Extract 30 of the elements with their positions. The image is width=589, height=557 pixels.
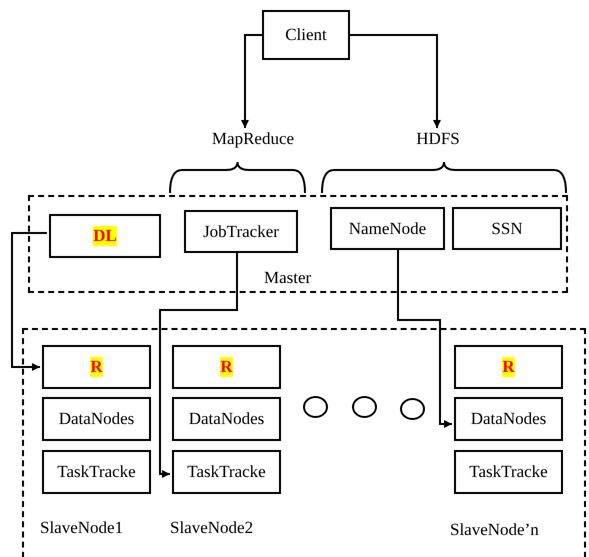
process-box: Client [262, 10, 350, 60]
process-box: R [454, 345, 563, 389]
column-label: SlaveNode1 [40, 518, 124, 538]
arrow [241, 34, 262, 128]
process-box: TaskTracke [172, 450, 281, 494]
process-box: DataNodes [454, 397, 563, 441]
process-box: TaskTracke [42, 450, 151, 494]
process-box: R [42, 345, 151, 389]
process-box: R [172, 345, 281, 389]
process-box: SSN [452, 207, 562, 250]
heading-text: HDFS [410, 128, 466, 150]
process-box: DataNodes [172, 397, 281, 441]
column-label: SlaveNode2 [170, 518, 254, 538]
circle [352, 396, 377, 418]
process-box: DataNodes [42, 397, 151, 441]
arrow [159, 251, 238, 478]
process-box: JobTracker [184, 210, 298, 253]
process-box: NameNode [330, 207, 445, 250]
group-label: Master [264, 268, 312, 288]
arrow [350, 34, 441, 128]
group-frame [22, 328, 586, 557]
heading-text: MapReduce [200, 128, 306, 150]
process-box: TaskTracke [454, 450, 563, 494]
dashed-group-box [28, 195, 568, 293]
arrow [11, 232, 47, 371]
arrow [397, 248, 452, 428]
circle [303, 396, 328, 418]
column-label: SlaveNode’n [450, 520, 539, 540]
circle [400, 398, 425, 420]
process-box: DL [49, 214, 161, 258]
